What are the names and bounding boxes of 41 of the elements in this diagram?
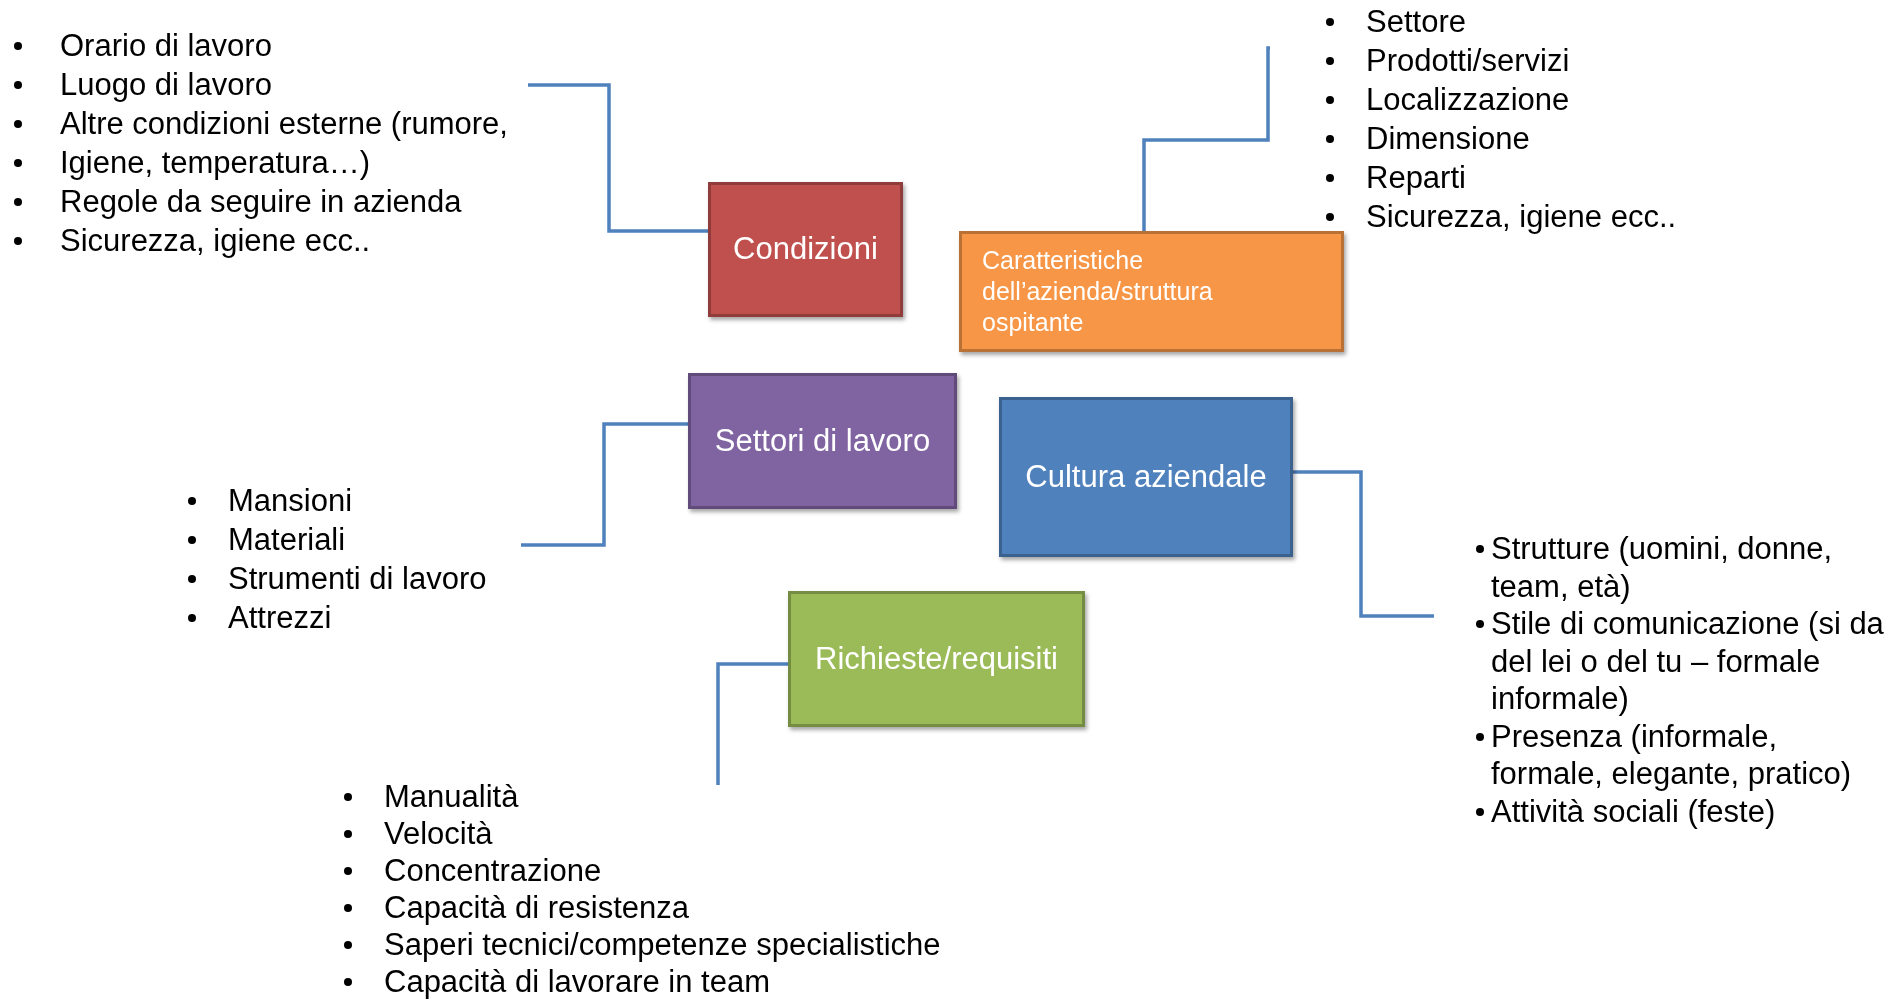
bullet-item: Capacità di resistenza bbox=[384, 889, 690, 926]
bullet-item: Manualità bbox=[384, 778, 520, 815]
bullet-item: Concentrazione bbox=[384, 852, 603, 889]
bullet-item: Regole da seguire in azienda bbox=[60, 183, 463, 221]
bullet-item: Strutture (uomini, donne, team, età) bbox=[1491, 530, 1834, 605]
category-box bbox=[788, 591, 1085, 727]
category-box bbox=[688, 373, 957, 509]
bullet-item: Localizzazione bbox=[1366, 81, 1571, 119]
bullet-item: Orario di lavoro bbox=[60, 27, 273, 65]
bullet-item: Attività sociali (feste) bbox=[1491, 792, 1777, 830]
box-label: Cultura aziendale bbox=[1025, 457, 1267, 496]
bullet-item: Prodotti/servizi bbox=[1366, 42, 1571, 80]
category-box bbox=[999, 397, 1293, 557]
box-label: Caratteristiche dell’azienda/struttura ospitante bbox=[982, 244, 1214, 339]
bullet-item: Velocità bbox=[384, 815, 494, 852]
bullet-item: Mansioni bbox=[228, 482, 354, 520]
bullet-item: Igiene, temperatura…) bbox=[60, 144, 372, 182]
bullet-item: Saperi tecnici/competenze specialistiche bbox=[384, 926, 942, 963]
box-label: Settori di lavoro bbox=[714, 421, 931, 460]
bullet-item: Capacità di lavorare in team bbox=[384, 963, 771, 1000]
bullet-item: Stile di comunicazione (si da del lei o del tu – formale informale) bbox=[1491, 605, 1885, 718]
bullet-item: Reparti bbox=[1366, 159, 1467, 197]
connector-line bbox=[528, 83, 708, 233]
category-box bbox=[959, 231, 1344, 352]
connector-line bbox=[521, 422, 688, 547]
bullet-item: Attrezzi bbox=[228, 599, 333, 637]
bullet-item: Sicurezza, igiene ecc.. bbox=[1366, 198, 1678, 236]
category-box bbox=[708, 182, 903, 317]
connector-line bbox=[1142, 46, 1271, 231]
box-label: Condizioni bbox=[733, 230, 878, 269]
connector-line bbox=[716, 662, 788, 787]
bullet-item: Presenza (informale, formale, elegante, pratico) bbox=[1491, 717, 1853, 793]
bullet-item: Materiali bbox=[228, 521, 347, 559]
bullet-item: Strumenti di lavoro bbox=[228, 560, 488, 598]
box-label: Richieste/requisiti bbox=[815, 639, 1058, 678]
bullet-item: Luogo di lavoro bbox=[60, 66, 273, 104]
bullet-item: Sicurezza, igiene ecc.. bbox=[60, 222, 372, 260]
bullet-item: Settore bbox=[1366, 3, 1467, 41]
connector-line bbox=[1293, 470, 1434, 618]
bullet-item: Dimensione bbox=[1366, 120, 1531, 158]
bullet-item: Altre condizioni esterne (rumore, bbox=[60, 105, 509, 143]
